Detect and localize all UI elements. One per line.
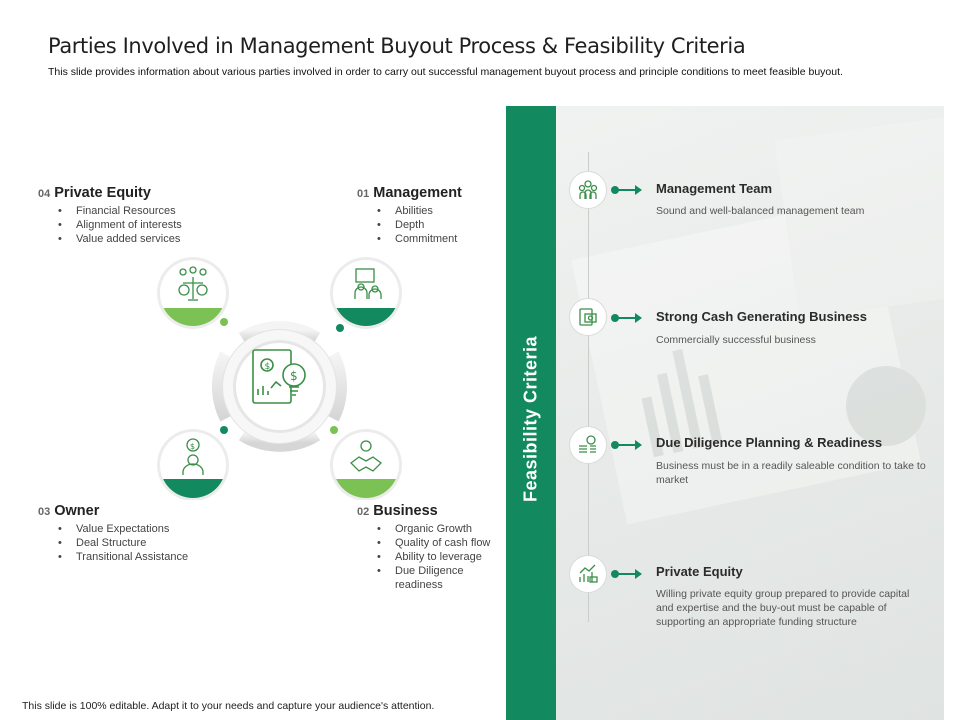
equity-chart-icon bbox=[569, 555, 607, 593]
party-name: Business bbox=[373, 503, 438, 519]
party-name: Owner bbox=[54, 503, 100, 519]
list-item: Due Diligence readiness bbox=[377, 564, 507, 592]
criterion-desc: Sound and well-balanced management team bbox=[656, 205, 865, 217]
feasibility-label: Feasibility Criteria bbox=[520, 335, 541, 503]
svg-text:$: $ bbox=[290, 369, 298, 383]
party-name: Management bbox=[373, 185, 462, 201]
list-item: Quality of cash flow bbox=[377, 536, 507, 550]
list-item: Depth bbox=[377, 218, 462, 232]
connector-dot bbox=[336, 324, 344, 332]
parties-diagram: $ $ bbox=[157, 257, 402, 500]
criterion-title: Private Equity bbox=[656, 564, 743, 579]
cash-icon bbox=[569, 298, 607, 336]
party-number: 02 bbox=[357, 506, 370, 518]
list-item: Commitment bbox=[377, 232, 462, 246]
list-item: Value Expectations bbox=[58, 522, 188, 536]
list-item: Organic Growth bbox=[377, 522, 507, 536]
center-inner-circle bbox=[233, 340, 326, 433]
document-background-image bbox=[571, 112, 944, 525]
feasibility-panel-background bbox=[506, 106, 944, 720]
list-item: Financial Resources bbox=[58, 204, 182, 218]
footer-note: This slide is 100% editable. Adapt it to… bbox=[22, 700, 435, 712]
connector-dot bbox=[220, 318, 228, 326]
list-item: Ability to leverage bbox=[377, 550, 507, 564]
owner-node: $ bbox=[157, 429, 229, 500]
party-name: Private Equity bbox=[54, 185, 151, 201]
svg-text:$: $ bbox=[265, 362, 271, 372]
page-title: Parties Involved in Management Buyout Pr… bbox=[48, 34, 746, 58]
investors-icon bbox=[178, 266, 208, 301]
finance-bulb-icon: $ $ bbox=[252, 349, 306, 404]
private-equity-node bbox=[157, 257, 229, 329]
list-item: Value added services bbox=[58, 232, 182, 246]
party-items: Organic Growth Quality of cash flow Abil… bbox=[357, 522, 507, 592]
party-number: 01 bbox=[357, 188, 370, 200]
list-item: Abilities bbox=[377, 204, 462, 218]
list-item: Alignment of interests bbox=[58, 218, 182, 232]
svg-text:$: $ bbox=[190, 442, 195, 451]
party-number: 04 bbox=[38, 188, 51, 200]
party-number: 03 bbox=[38, 506, 51, 518]
connector-dot bbox=[330, 426, 338, 434]
criterion-desc: Willing private equity group prepared to… bbox=[656, 588, 910, 628]
management-node bbox=[330, 257, 402, 329]
list-item: Transitional Assistance bbox=[58, 550, 188, 564]
owner-person-icon: $ bbox=[182, 438, 204, 475]
criterion-arrow bbox=[611, 185, 642, 195]
team-icon bbox=[569, 171, 607, 209]
list-item: Deal Structure bbox=[58, 536, 188, 550]
party-items: Financial Resources Alignment of interes… bbox=[38, 204, 182, 246]
criteria-timeline bbox=[588, 152, 589, 622]
criterion-arrow bbox=[611, 569, 642, 579]
criterion-title: Management Team bbox=[656, 181, 773, 196]
criterion-title: Strong Cash Generating Business bbox=[656, 309, 867, 324]
connector-dot bbox=[220, 426, 228, 434]
handshake-icon bbox=[350, 440, 382, 472]
criterion-arrow bbox=[611, 313, 642, 323]
feasibility-bar bbox=[506, 106, 556, 720]
page-subtitle: This slide provides information about va… bbox=[48, 66, 843, 78]
criterion-title: Due Diligence Planning & Readiness bbox=[656, 435, 883, 450]
planning-icon bbox=[569, 426, 607, 464]
criterion-arrow bbox=[611, 440, 642, 450]
business-node bbox=[330, 429, 402, 500]
criterion-desc: Business must be in a readily saleable c… bbox=[656, 460, 926, 486]
party-items: Value Expectations Deal Structure Transi… bbox=[38, 522, 188, 564]
criterion-desc: Commercially successful business bbox=[656, 334, 816, 346]
presentation-icon bbox=[354, 268, 382, 299]
party-items: Abilities Depth Commitment bbox=[357, 204, 462, 246]
